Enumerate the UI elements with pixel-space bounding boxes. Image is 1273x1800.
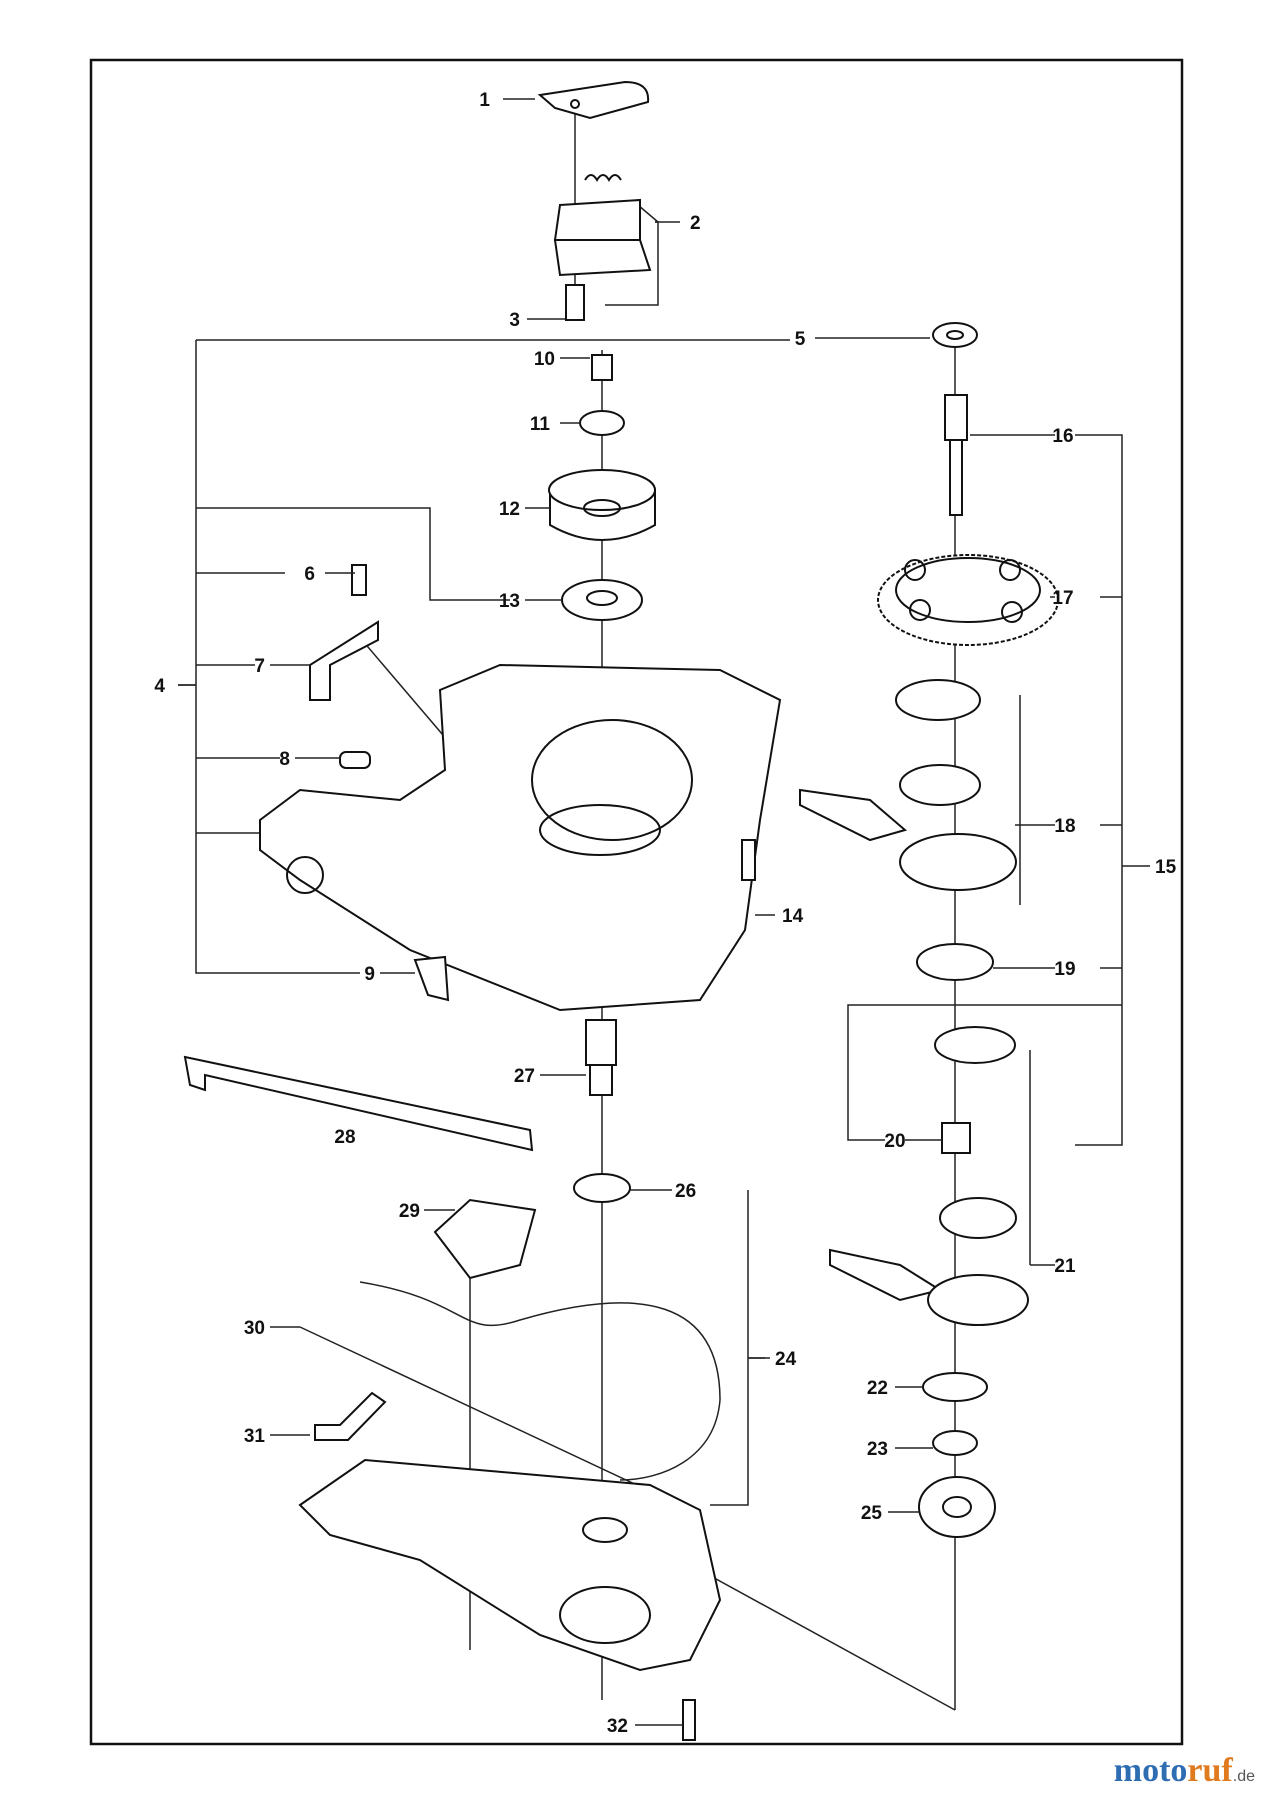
callout-6: 6 — [304, 564, 315, 585]
brand-logo: motoruf.de — [1114, 1752, 1255, 1790]
callout-7: 7 — [254, 656, 265, 677]
callout-23: 23 — [867, 1439, 888, 1460]
callout-9: 9 — [364, 964, 375, 985]
callout-30: 30 — [244, 1318, 265, 1339]
brand-part-1: moto — [1113, 1752, 1188, 1789]
callout-2: 2 — [690, 213, 701, 234]
callout-8: 8 — [279, 749, 290, 770]
callout-15: 15 — [1155, 857, 1177, 878]
callout-24: 24 — [775, 1349, 797, 1370]
callout-16: 16 — [1052, 426, 1073, 447]
callout-1: 1 — [479, 90, 490, 111]
brand-tld: .de — [1232, 1768, 1255, 1785]
callout-12: 12 — [499, 499, 520, 520]
callout-25: 25 — [861, 1503, 883, 1524]
callout-3: 3 — [509, 310, 520, 331]
callout-32: 32 — [607, 1716, 628, 1737]
callout-28: 28 — [334, 1127, 355, 1148]
callout-13: 13 — [499, 591, 520, 612]
callout-10: 10 — [534, 349, 555, 370]
callout-31: 31 — [244, 1426, 266, 1447]
diagram-frame — [89, 58, 1184, 1746]
callout-18: 18 — [1054, 816, 1075, 837]
callout-19: 19 — [1054, 959, 1075, 980]
part-drawings — [183, 80, 1059, 1741]
callout-29: 29 — [399, 1201, 420, 1222]
callout-27: 27 — [514, 1066, 535, 1087]
callout-5: 5 — [795, 329, 806, 350]
callout-17: 17 — [1052, 588, 1073, 609]
callout-4: 4 — [154, 676, 165, 697]
callout-20: 20 — [884, 1131, 905, 1152]
callout-labels: 1 2 3 4 5 6 7 8 9 10 11 12 13 14 15 16 1… — [154, 90, 1176, 1737]
callout-14: 14 — [782, 906, 804, 927]
callout-22: 22 — [867, 1378, 888, 1399]
callout-26: 26 — [675, 1181, 696, 1202]
callout-11: 11 — [530, 414, 551, 435]
brand-part-2: ruf — [1187, 1752, 1233, 1789]
callout-21: 21 — [1054, 1256, 1076, 1277]
